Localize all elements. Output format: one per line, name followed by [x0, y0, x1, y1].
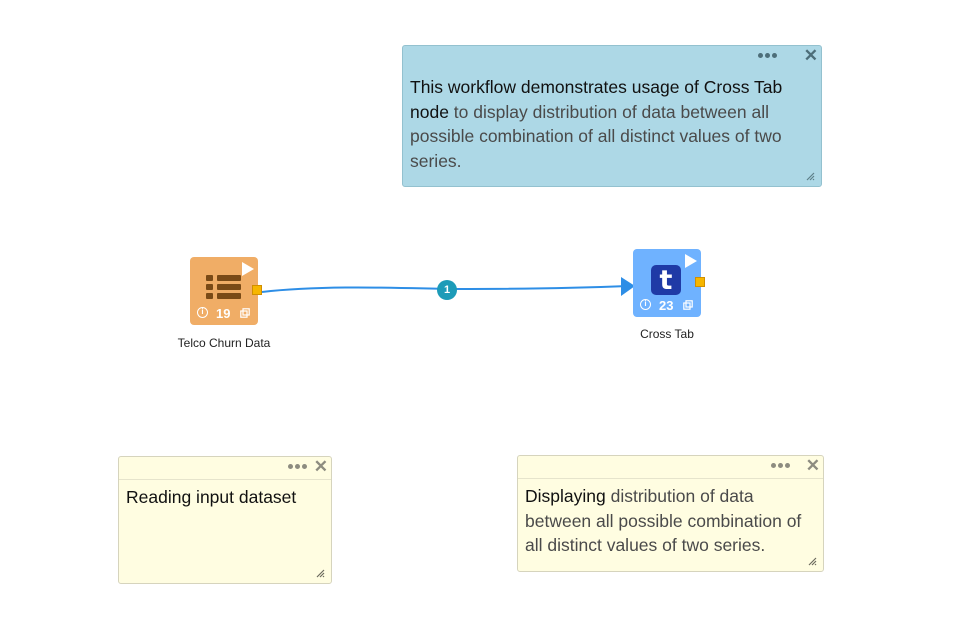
copy-icon[interactable] [683, 300, 693, 310]
annotation-text: Reading input dataset [126, 485, 323, 510]
info-icon[interactable]: i [640, 299, 651, 310]
intro-annotation[interactable]: ✕ This workflow demonstrates usage of Cr… [402, 45, 822, 187]
displaying-annotation[interactable]: ✕ Displaying distribution of data betwee… [517, 455, 824, 572]
cross-tab-t-icon: t [651, 265, 681, 296]
annotation-emphasis: node [410, 101, 449, 122]
resize-handle-icon[interactable] [806, 172, 815, 181]
annotation-emphasis: This workflow demonstrates usage of Cros… [410, 77, 783, 97]
more-options-icon[interactable] [771, 463, 792, 468]
resize-handle-icon[interactable] [808, 557, 817, 566]
close-icon[interactable]: ✕ [313, 457, 328, 476]
output-port[interactable] [695, 277, 705, 287]
annotation-toolbar: ✕ [518, 456, 823, 479]
execute-icon[interactable] [685, 254, 697, 268]
close-icon[interactable]: ✕ [805, 456, 820, 475]
annotation-emphasis: Displaying [525, 486, 606, 506]
node-footer: i 23 [633, 298, 701, 314]
node-label[interactable]: Cross Tab [640, 327, 694, 341]
info-icon[interactable]: i [197, 307, 208, 318]
annotation-emphasis: Reading input dataset [126, 487, 297, 507]
output-port[interactable] [252, 285, 262, 295]
table-rows-icon [206, 275, 241, 299]
node-body[interactable]: t i 23 [633, 249, 701, 317]
annotation-toolbar: ✕ [403, 46, 821, 68]
annotation-toolbar: ✕ [119, 457, 331, 480]
more-options-icon[interactable] [758, 53, 779, 58]
annotation-body: distribution of data between all possibl… [525, 486, 802, 555]
node-body[interactable]: i 19 [190, 257, 258, 325]
more-options-icon[interactable] [288, 464, 309, 469]
node-count: 19 [216, 306, 231, 321]
annotation-text: Displaying distribution of data between … [525, 484, 815, 558]
edge-count-badge[interactable]: 1 [437, 280, 457, 300]
execute-icon[interactable] [242, 262, 254, 276]
node-footer: i 19 [190, 306, 258, 322]
reading-annotation[interactable]: ✕ Reading input dataset [118, 456, 332, 584]
annotation-body: to display distribution of data between … [410, 101, 782, 171]
close-icon[interactable]: ✕ [803, 46, 818, 65]
annotation-text: This workflow demonstrates usage of Cros… [410, 75, 813, 173]
node-label[interactable]: Telco Churn Data [177, 336, 271, 350]
svg-text:t: t [660, 265, 673, 296]
node-count: 23 [659, 298, 674, 313]
edge-arrowhead-icon [621, 277, 635, 296]
resize-handle-icon[interactable] [316, 569, 325, 578]
copy-icon[interactable] [240, 308, 250, 318]
